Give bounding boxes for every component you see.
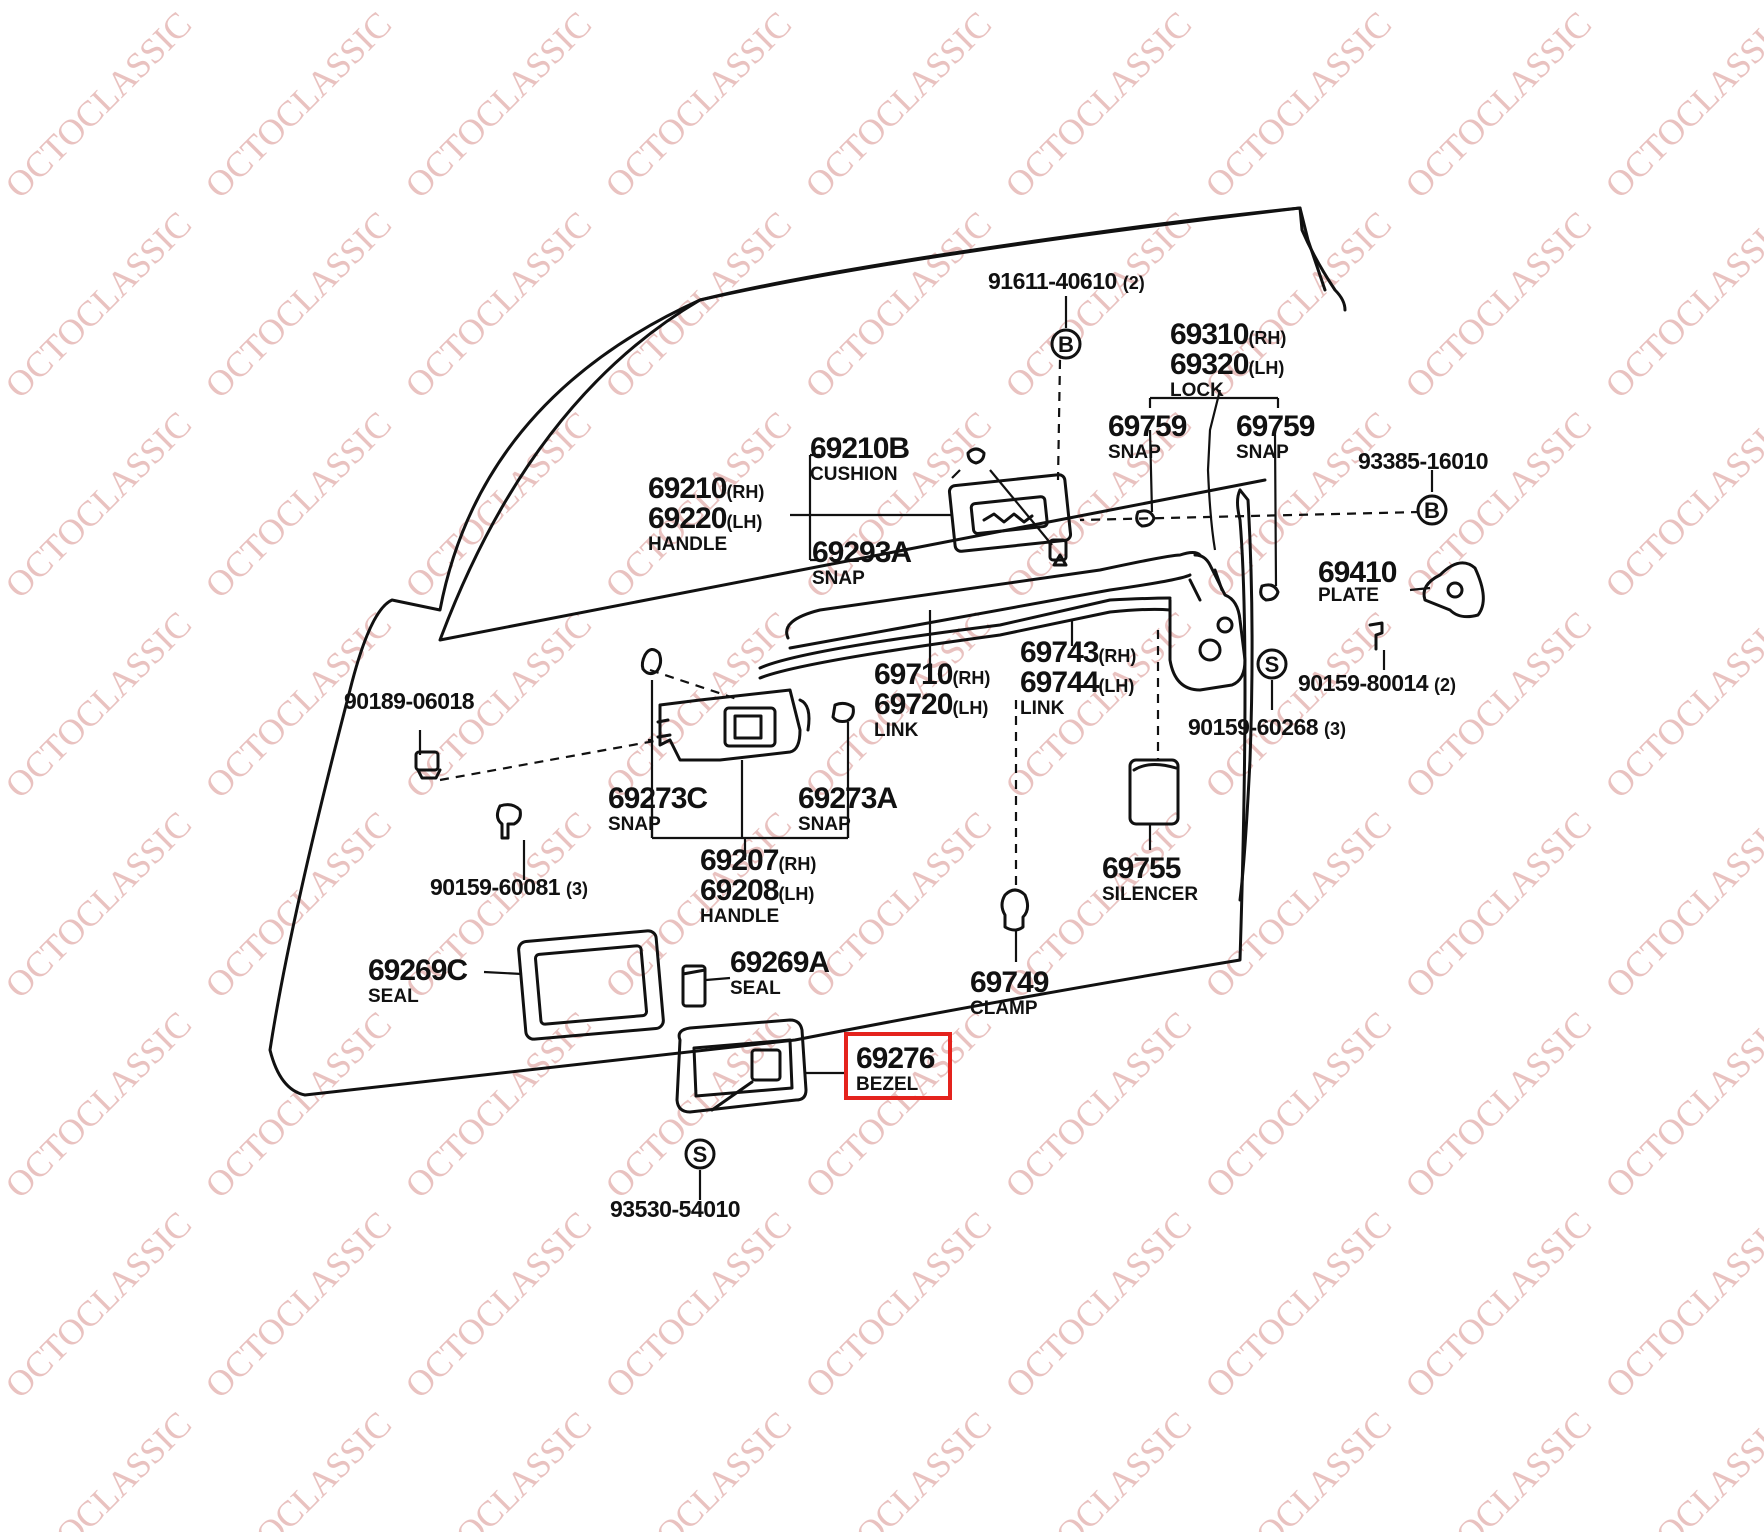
- label-69210b: 69210B CUSHION: [810, 432, 910, 485]
- link-rod-69743: [758, 596, 1172, 670]
- door-lock: [1168, 553, 1247, 692]
- inner-handle-body: [947, 473, 1073, 553]
- clip-90189: [414, 750, 440, 772]
- svg-text:S: S: [1265, 652, 1280, 677]
- label-91611: 91611-40610 (2): [988, 268, 1145, 294]
- silencer-69755: [1128, 758, 1180, 826]
- label-69759-left: 69759 SNAP: [1108, 410, 1187, 463]
- seal-69269a: [681, 964, 707, 1008]
- window-frame: [438, 206, 1327, 642]
- label-69276: 69276 BEZEL: [856, 1042, 935, 1095]
- snap-69759-right: [1259, 583, 1280, 602]
- bolt-marker-right: B: [1416, 494, 1448, 526]
- label-69207-69208: 69207(RH) 69208(LH) HANDLE: [700, 844, 817, 927]
- label-69273c: 69273C SNAP: [608, 782, 708, 835]
- label-69269a: 69269A SEAL: [730, 946, 830, 999]
- label-69269c: 69269C SEAL: [368, 954, 468, 1007]
- svg-text:S: S: [693, 1142, 708, 1167]
- snap-69759-left: [1135, 509, 1156, 528]
- bezel-69276: [675, 1018, 808, 1114]
- screw-marker-bezel: S: [684, 1138, 716, 1170]
- clamp-69749: [1000, 888, 1030, 932]
- screw-marker-lock: S: [1256, 648, 1288, 680]
- striker-plate: [1422, 561, 1485, 619]
- label-90159-60268: 90159-60268 (3): [1188, 714, 1346, 740]
- outside-handle: [658, 688, 802, 762]
- label-90159-60081: 90159-60081 (3): [430, 874, 588, 900]
- label-69410: 69410 PLATE: [1318, 556, 1397, 606]
- label-69755: 69755 SILENCER: [1102, 852, 1199, 905]
- label-69743-69744: 69743(RH) 69744(LH) LINK: [1020, 636, 1137, 719]
- link-rod-69710: [785, 551, 1202, 640]
- screw-90159-60081: [495, 803, 522, 840]
- label-69710-69720: 69710(RH) 69720(LH) LINK: [874, 658, 991, 741]
- snap-69273c: [640, 648, 663, 676]
- highlight-box: [844, 1032, 952, 1100]
- svg-text:B: B: [1058, 332, 1074, 357]
- label-69210-69220: 69210(RH) 69220(LH) HANDLE: [648, 472, 765, 555]
- label-93530: 93530-54010: [610, 1196, 741, 1222]
- seal-69269c: [517, 929, 665, 1041]
- label-90189: 90189-06018: [344, 688, 475, 714]
- label-69759-right: 69759 SNAP: [1236, 410, 1315, 463]
- label-69749: 69749 CLAMP: [970, 966, 1049, 1019]
- bolt-marker-top: B: [1050, 328, 1082, 360]
- label-93385: 93385-16010: [1358, 448, 1489, 474]
- snap-69273a: [831, 701, 855, 723]
- svg-text:B: B: [1424, 498, 1440, 523]
- label-69293a: 69293A SNAP: [812, 536, 912, 589]
- label-69310-69320: 69310(RH) 69320(LH) LOCK: [1170, 318, 1287, 401]
- label-69273a: 69273A SNAP: [798, 782, 898, 835]
- label-90159-80014: 90159-80014 (2): [1298, 670, 1456, 696]
